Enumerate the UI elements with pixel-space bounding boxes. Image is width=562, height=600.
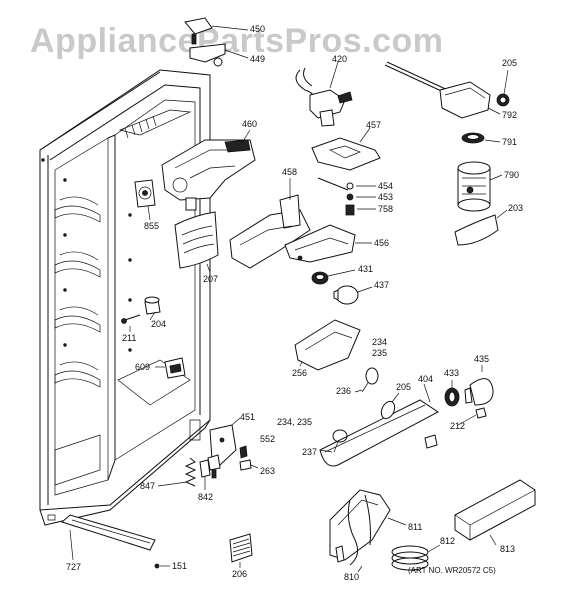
- callout-206: 206: [232, 569, 247, 579]
- gasket-457: [311, 127, 381, 171]
- callout-454: 454: [378, 181, 393, 191]
- callout-791: 791: [502, 137, 517, 147]
- callout-207: 207: [203, 274, 218, 284]
- duct-cover-207: [174, 211, 219, 273]
- callout-450: 450: [250, 24, 265, 34]
- callout-435: 435: [474, 354, 489, 364]
- callout-204: 204: [151, 319, 166, 329]
- hinge-bracket-451: [207, 417, 241, 479]
- small-parts-454-453-758: [317, 177, 376, 216]
- part-855: [134, 179, 156, 221]
- top-hinge-parts: [184, 17, 249, 67]
- callout-431: 431: [358, 264, 373, 274]
- vent-206: [229, 533, 253, 568]
- callout-813: 813: [500, 544, 515, 554]
- callout-451: 451: [240, 412, 255, 422]
- callout-203: 203: [508, 203, 523, 213]
- callout-792: 792: [502, 110, 517, 120]
- callout-812: 812: [440, 536, 455, 546]
- callout-727: 727: [66, 562, 81, 572]
- callout-453: 453: [378, 192, 393, 202]
- callout-810: 810: [344, 572, 359, 582]
- clip-237: [319, 429, 348, 453]
- evaporator-fan-housing-460: [161, 129, 256, 211]
- screws-552-263: [239, 445, 259, 471]
- callout-212: 212: [450, 421, 465, 431]
- callout-labels: 450 449 420 205 792 791 790 203 460 457 …: [66, 24, 523, 582]
- callout-855: 855: [144, 221, 159, 231]
- spring-847-part-842: [157, 457, 211, 490]
- callout-237: 237: [302, 447, 317, 457]
- callout-609: 609: [135, 362, 150, 372]
- callout-256: 256: [292, 368, 307, 378]
- light-socket-431-bulb-437: [311, 269, 373, 305]
- callout-433: 433: [444, 368, 459, 378]
- parts-204-211: [121, 296, 161, 332]
- callout-758: 758: [378, 204, 393, 214]
- drip-tray-256: [294, 319, 361, 371]
- callout-420: 420: [332, 54, 347, 64]
- callout-263: 263: [260, 466, 275, 476]
- switch-609: [155, 357, 186, 379]
- callout-236: 236: [336, 386, 351, 396]
- callout-847: 847: [140, 481, 155, 491]
- callout-205-top: 205: [502, 58, 517, 68]
- dispenser-chute-404: [319, 383, 439, 467]
- callout-456: 456: [374, 238, 389, 248]
- callout-234-235: 234, 235: [277, 417, 312, 427]
- callout-460: 460: [242, 119, 257, 129]
- callout-790: 790: [504, 170, 519, 180]
- art-number-label: (ART NO. WR20572 C5): [408, 566, 496, 575]
- dispenser-motor-assembly: [384, 61, 510, 246]
- parts-212: [424, 407, 487, 449]
- callout-458: 458: [282, 167, 297, 177]
- callout-449: 449: [250, 54, 265, 64]
- callout-437: 437: [374, 280, 389, 290]
- callout-205-mid: 205: [396, 382, 411, 392]
- refrigerator-cabinet: [39, 69, 211, 526]
- callout-457: 457: [366, 120, 381, 130]
- spring-236: [354, 367, 379, 393]
- callout-151: 151: [172, 561, 187, 571]
- callout-842: 842: [198, 492, 213, 502]
- socket-433-bulb-435: [444, 365, 494, 407]
- callout-234-upper: 234: [372, 337, 387, 347]
- dispenser-housing-456-458: [229, 178, 372, 269]
- callout-235-upper: 235: [372, 348, 387, 358]
- callout-211: 211: [122, 333, 136, 343]
- base-grille-727: [61, 514, 170, 569]
- callout-811: 811: [408, 522, 422, 532]
- water-tubing-assembly: [329, 479, 536, 573]
- wiring-harness-420: [295, 61, 353, 127]
- callout-552: 552: [260, 434, 275, 444]
- callout-404: 404: [418, 374, 433, 384]
